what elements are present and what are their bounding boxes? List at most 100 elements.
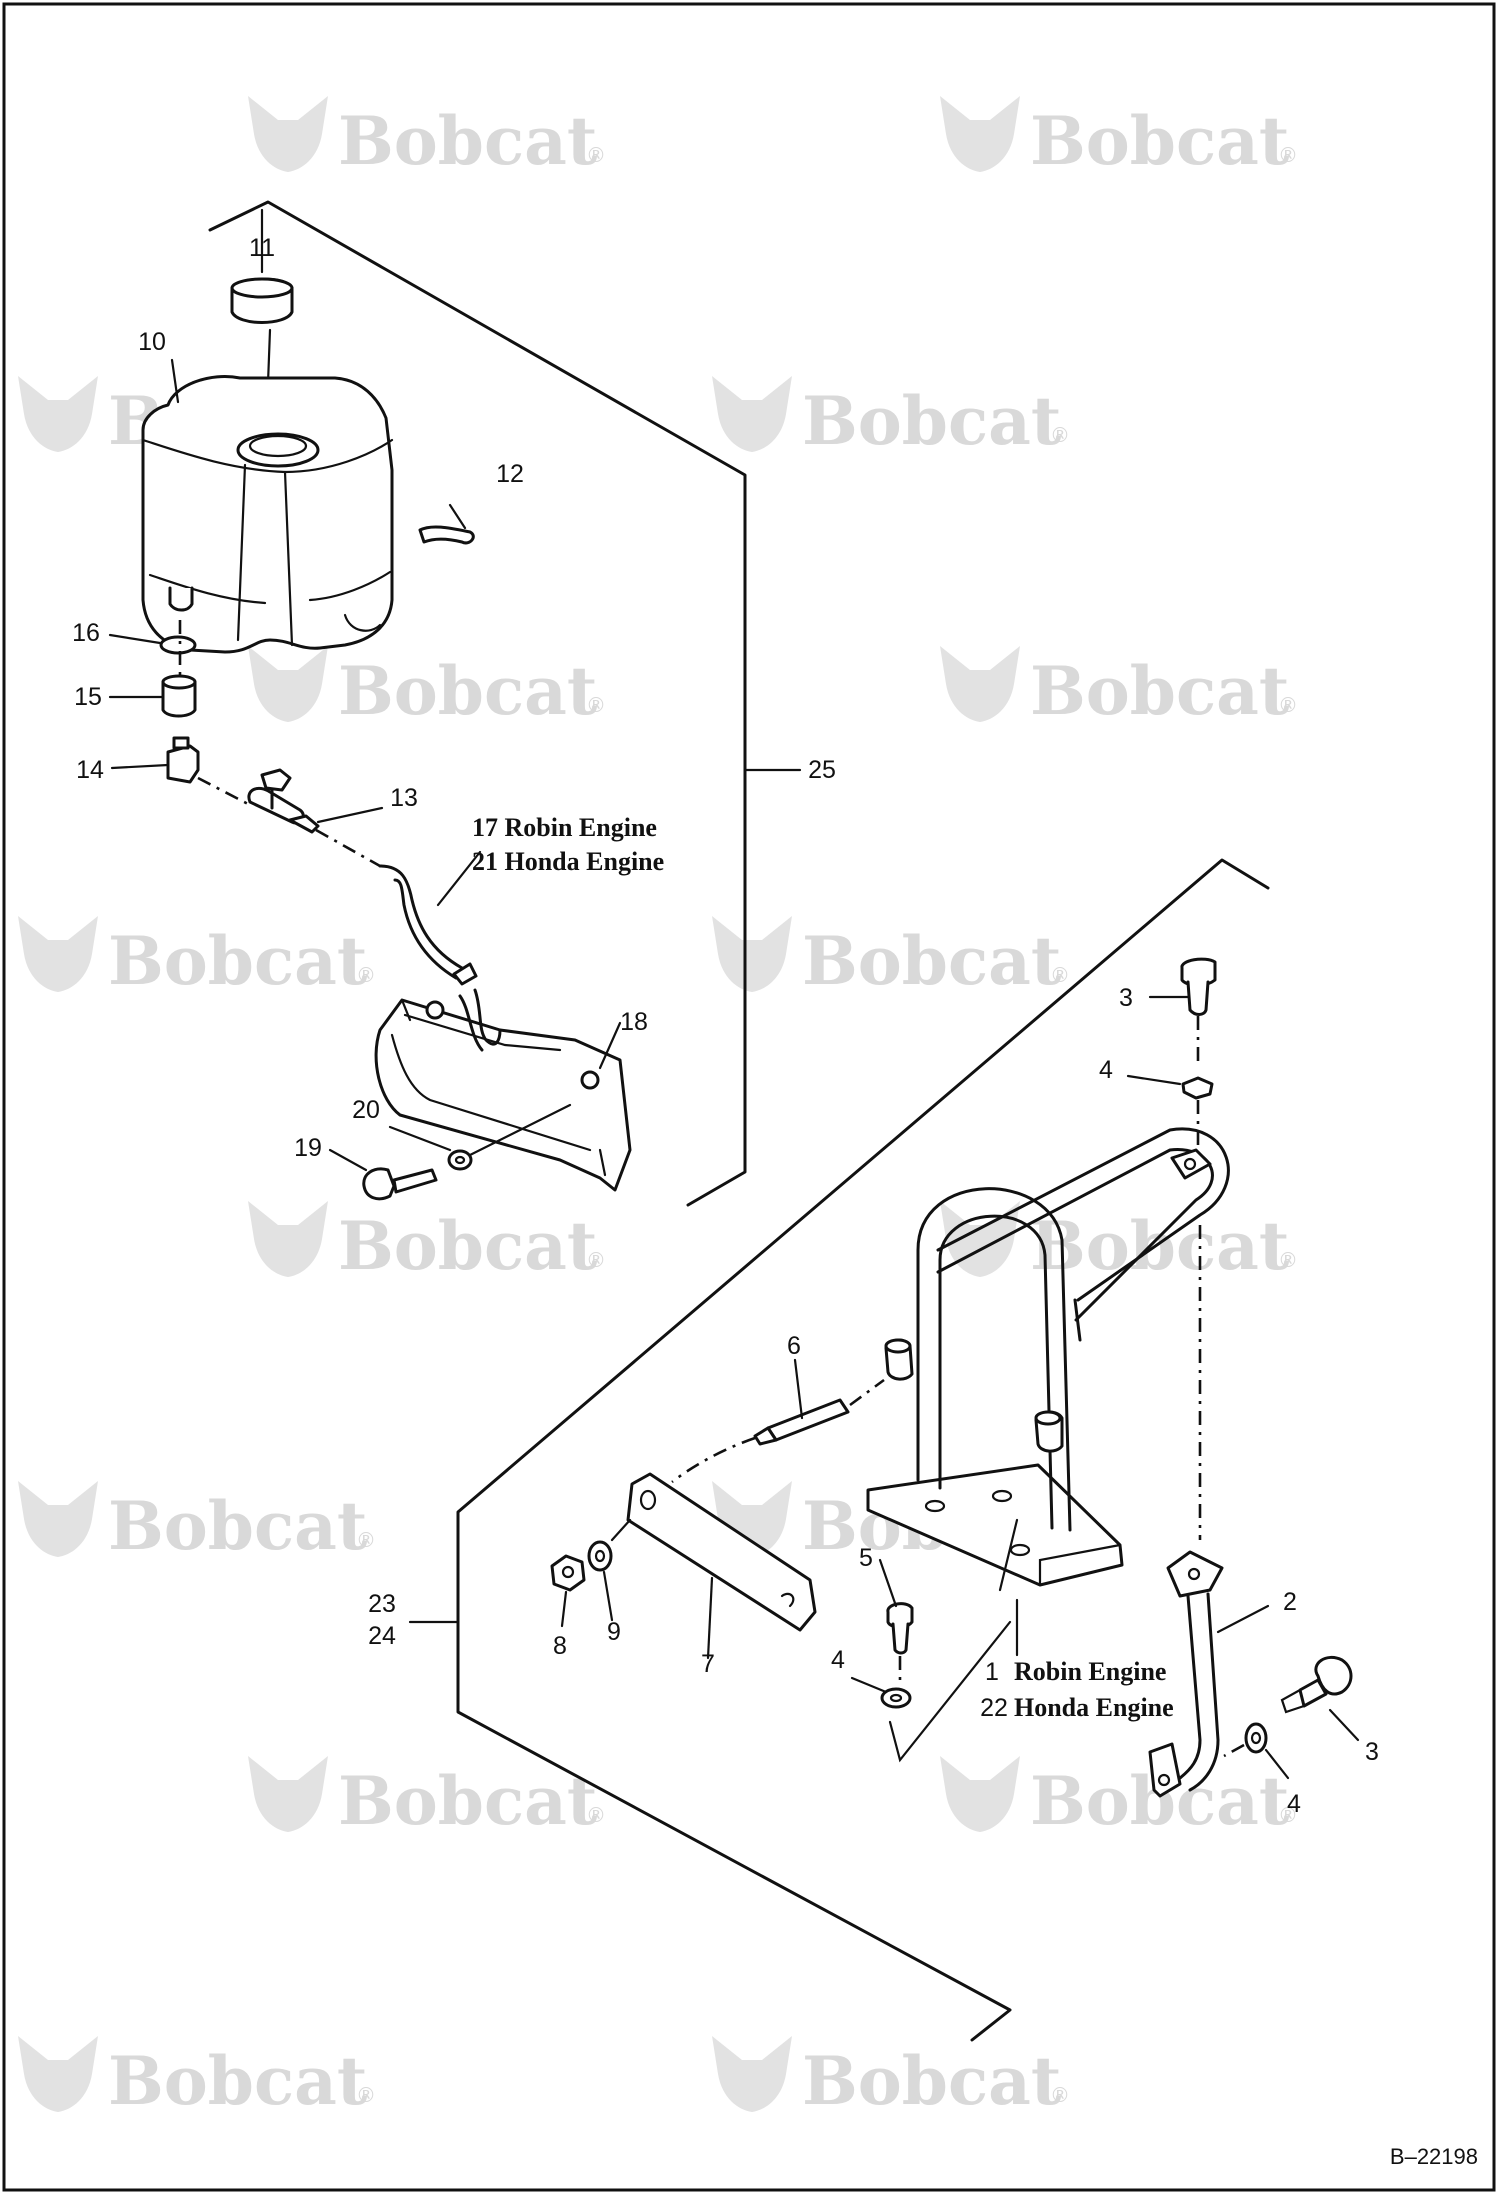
watermark-brand-text: Bobcat	[338, 1207, 598, 1285]
callout-25: 25	[808, 756, 836, 784]
watermark-reg-mark: ®	[586, 693, 606, 717]
bobcat-logo-icon	[712, 2036, 792, 2112]
watermark-reg-mark: ®	[1050, 2083, 1070, 2107]
watermark-brand-text: Bobcat	[108, 1487, 368, 1565]
watermark-reg-mark: ®	[356, 963, 376, 987]
callout-18: 18	[620, 1008, 648, 1036]
watermark-brand-text: Bobcat	[1030, 652, 1290, 730]
support-tube-2	[1148, 1550, 1224, 1798]
tank-cap	[230, 277, 294, 324]
bobcat-logo-icon	[248, 646, 328, 722]
watermark-brand-text: Bobcat	[338, 652, 598, 730]
callout-19: 19	[294, 1134, 322, 1162]
reservoir-tank	[141, 375, 394, 654]
bobcat-logo-icon	[248, 1756, 328, 1832]
washer-4-left	[880, 1687, 912, 1709]
bobcat-logo-icon	[18, 2036, 98, 2112]
callout-labels: 11 10 12 16 15 14 13 25 17 Robin Engine …	[72, 234, 1478, 2169]
callout-12: 12	[496, 460, 524, 488]
watermark-reg-mark: ®	[1278, 143, 1298, 167]
hose-clip-12	[418, 525, 475, 545]
bobcat-logo-icon	[940, 1201, 1020, 1277]
bolt-3-side	[1280, 1655, 1353, 1714]
bobcat-logo-icon	[712, 916, 792, 992]
document-id: B–22198	[1390, 2144, 1478, 2169]
guard-label-honda: Honda Engine	[1014, 1693, 1174, 1722]
callout-16: 16	[72, 619, 100, 647]
bolt-19	[362, 1167, 438, 1201]
guard-label-robin: Robin Engine	[1014, 1657, 1166, 1686]
callout-14: 14	[76, 756, 104, 784]
callout-20: 20	[352, 1096, 380, 1124]
watermark-reg-mark: ®	[586, 1248, 606, 1272]
callout-15: 15	[74, 683, 102, 711]
watermark-layer: Bobcat®Bobcat®Bobcat®Bobcat®Bobcat®Bobca…	[18, 96, 1298, 2120]
callout-7: 7	[701, 1650, 715, 1678]
clamp-16	[159, 635, 197, 655]
callout-4-left: 4	[831, 1646, 845, 1674]
washer-20	[447, 1149, 473, 1171]
bobcat-watermark: Bobcat®	[18, 2036, 376, 2120]
bobcat-logo-icon	[940, 1756, 1020, 1832]
watermark-reg-mark: ®	[1278, 1803, 1298, 1827]
coolant-hose	[378, 864, 478, 986]
bobcat-logo-icon	[248, 1201, 328, 1277]
watermark-reg-mark: ®	[1050, 423, 1070, 447]
bobcat-watermark: Bobcat®	[248, 646, 606, 730]
callout-1: 1	[985, 1658, 999, 1686]
bobcat-watermark: Bobcat®	[248, 96, 606, 180]
callout-5: 5	[859, 1544, 873, 1572]
bobcat-logo-icon	[712, 376, 792, 452]
watermark-brand-text: Bobcat	[108, 922, 368, 1000]
watermark-reg-mark: ®	[1050, 963, 1070, 987]
fitting-15	[161, 674, 197, 718]
bobcat-watermark: Bobcat®	[712, 376, 1070, 460]
pin-6	[753, 1398, 850, 1446]
watermark-reg-mark: ®	[356, 2083, 376, 2107]
washer-4-right	[1244, 1722, 1268, 1754]
watermark-reg-mark: ®	[586, 143, 606, 167]
watermark-brand-text: Bobcat	[338, 102, 598, 180]
bolt-5	[886, 1602, 914, 1655]
engine-guard-frame	[866, 1127, 1230, 1587]
bobcat-logo-icon	[248, 96, 328, 172]
bobcat-watermark: Bobcat®	[248, 1201, 606, 1285]
callout-2: 2	[1283, 1588, 1297, 1616]
callout-3-top: 3	[1119, 984, 1133, 1012]
bobcat-logo-icon	[18, 376, 98, 452]
callout-24: 24	[368, 1622, 396, 1650]
callout-10: 10	[138, 328, 166, 356]
guard-assembly-bracket	[408, 858, 1270, 2042]
bobcat-logo-icon	[940, 646, 1020, 722]
watermark-brand-text: Bobcat	[802, 382, 1062, 460]
tank-assembly-bracket	[208, 200, 802, 1207]
bobcat-logo-icon	[18, 1481, 98, 1557]
hose-label-honda: 21 Honda Engine	[472, 847, 664, 876]
bobcat-watermark: Bobcat®	[18, 916, 376, 1000]
watermark-reg-mark: ®	[1278, 693, 1298, 717]
watermark-brand-text: Bobcat	[802, 2042, 1062, 2120]
bobcat-watermark: Bobcat®	[940, 96, 1298, 180]
bobcat-watermark: Bobcat®	[940, 1201, 1298, 1285]
callout-8: 8	[553, 1632, 567, 1660]
shutoff-valve-13	[247, 768, 320, 834]
strap-plate-7	[626, 1472, 817, 1632]
bobcat-watermark: Bobcat®	[248, 1756, 606, 1840]
watermark-brand-text: Bobcat	[1030, 102, 1290, 180]
bolt-3-top	[1180, 957, 1217, 1016]
watermark-brand-text: Bobcat	[338, 1762, 598, 1840]
elbow-fitting-14	[166, 736, 200, 784]
callout-4-right: 4	[1287, 1790, 1301, 1818]
callout-23: 23	[368, 1590, 396, 1618]
watermark-brand-text: Bobcat	[108, 2042, 368, 2120]
bobcat-watermark: Bobcat®	[712, 2036, 1070, 2120]
callout-3-side: 3	[1365, 1738, 1379, 1766]
washer-4-top	[1181, 1076, 1214, 1100]
watermark-reg-mark: ®	[586, 1803, 606, 1827]
bobcat-logo-icon	[940, 96, 1020, 172]
bobcat-watermark: Bobcat®	[940, 1756, 1298, 1840]
watermark-brand-text: Bobcat	[802, 922, 1062, 1000]
